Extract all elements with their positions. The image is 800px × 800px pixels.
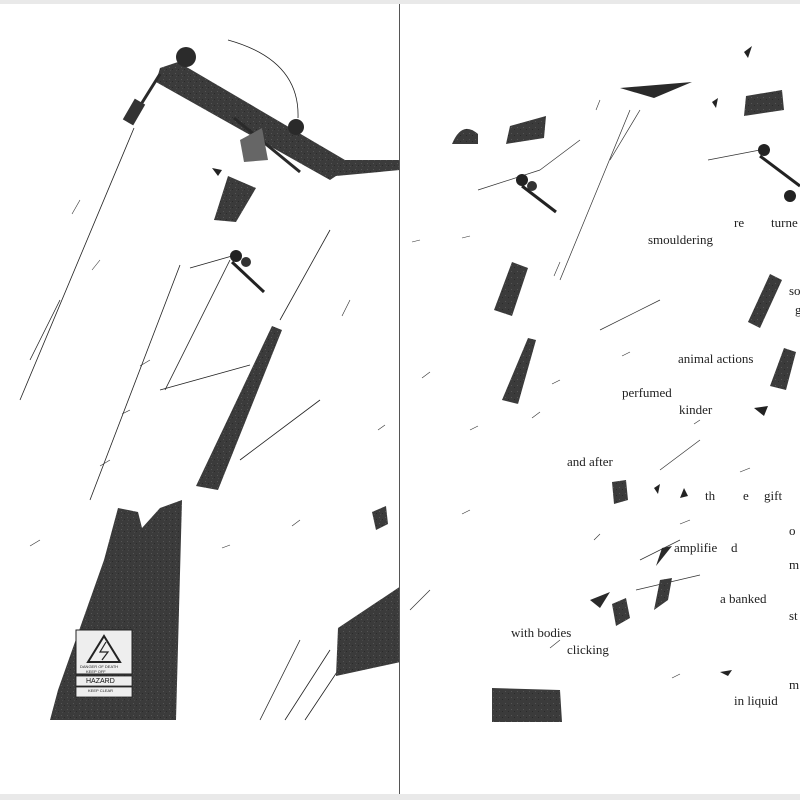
- poem-word-so: so: [789, 283, 800, 298]
- poem-word-with-bodies: with bodies: [511, 625, 572, 640]
- poem-word-o: o: [789, 523, 796, 538]
- poem-word-clicking: clicking: [567, 642, 609, 657]
- dash-lines: [29, 199, 386, 549]
- power-pole-crossarm: [122, 47, 400, 180]
- left-page-collage: [19, 39, 400, 721]
- poem-word-th: th: [705, 488, 716, 503]
- book-gutter: [399, 4, 400, 794]
- poem-word-re: re: [734, 215, 745, 230]
- poem-word-e: e: [743, 488, 749, 503]
- poem-word-turne: turne: [771, 215, 798, 230]
- poem-word-and-after: and after: [567, 454, 613, 469]
- poem-word-animal-actions: animal actions: [678, 351, 754, 366]
- poem-word-g: g: [795, 302, 800, 317]
- top-frame: [0, 0, 800, 4]
- poem-word-d: d: [731, 540, 738, 555]
- poem-word-m2: m: [789, 677, 800, 692]
- poem-word-a-banked: a banked: [720, 591, 767, 606]
- bottom-frame: [0, 794, 800, 800]
- poem-word-in-liquid: in liquid: [734, 693, 778, 708]
- sign-text-keep-clear: KEEP CLEAR: [88, 688, 114, 693]
- poem-word-perfumed: perfumed: [622, 385, 672, 400]
- poem-word-smouldering: smouldering: [648, 232, 713, 247]
- wire-lines: [19, 39, 346, 721]
- poem-word-st: st: [789, 608, 798, 623]
- poem-word-kinder: kinder: [679, 402, 713, 417]
- insulator-fragment: [189, 250, 266, 294]
- sign-text-danger: DANGER OF DEATH: [80, 664, 119, 669]
- sign-text-hazard: HAZARD: [86, 678, 115, 685]
- danger-sign: [75, 629, 133, 698]
- poem-word-m1: m: [789, 557, 800, 572]
- poem-word-amplifie: amplifie: [674, 540, 718, 555]
- poem-word-gift: gift: [764, 488, 783, 503]
- sign-text-keep-off: KEEP OFF: [86, 669, 106, 674]
